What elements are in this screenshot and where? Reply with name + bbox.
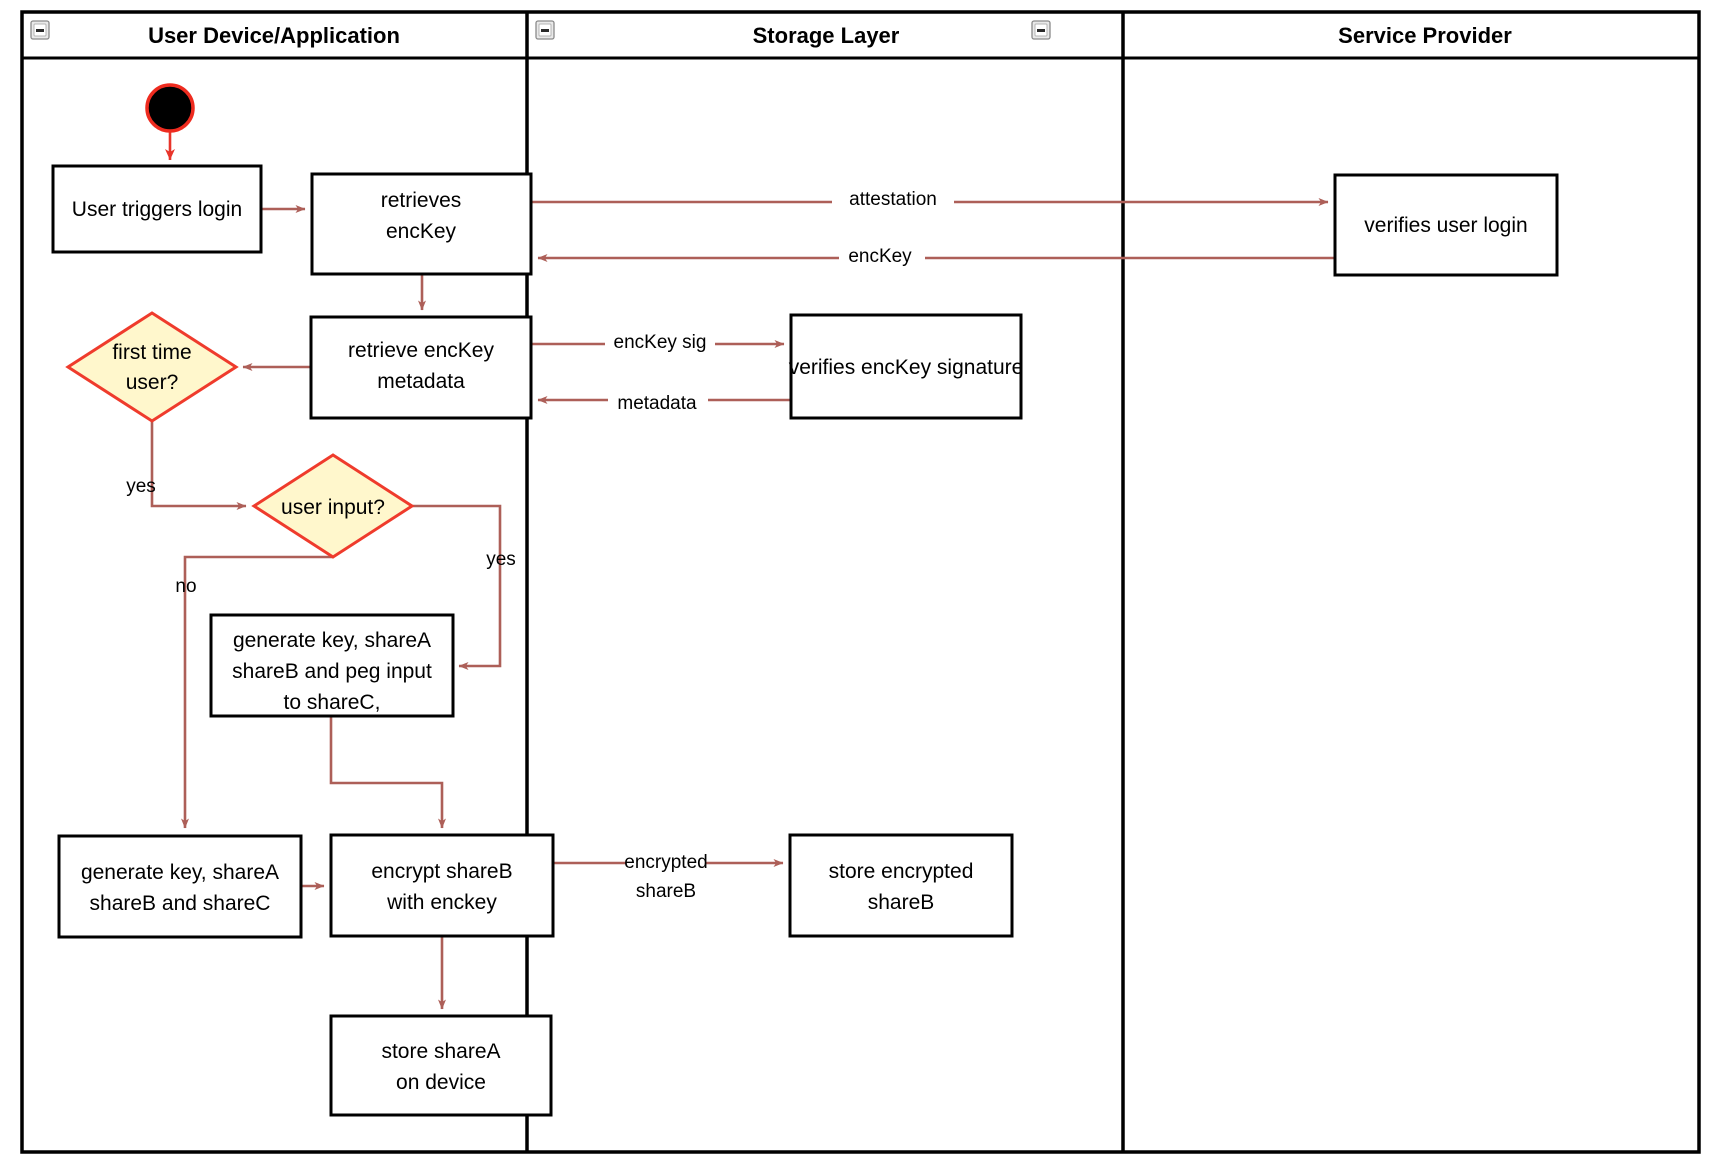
diagram-border: [20, 10, 1701, 1154]
node-retrieve-enckey-metadata[interactable]: retrieve encKey metadata: [309, 315, 533, 420]
lane-title-storage: Storage Layer: [753, 23, 900, 48]
node-label-line1: retrieve encKey: [348, 339, 494, 362]
edge-label-enckey-sig: encKey sig: [614, 332, 707, 353]
edge-label-enckey: encKey: [848, 246, 912, 267]
node-label-line2: shareB and peg input: [232, 660, 432, 683]
edge-label-yes-user-input: yes: [486, 549, 516, 570]
node-label: verifies user login: [1364, 214, 1527, 237]
edge-label-encrypted-line2: shareB: [636, 881, 696, 902]
node-label-line1: encrypt shareB: [371, 860, 512, 883]
node-label-line2: shareB and shareC: [90, 892, 271, 915]
edge-userinput-no: [181, 555, 333, 829]
node-label-line2: shareB: [868, 891, 935, 914]
node-label-line3: to shareC,: [284, 691, 381, 714]
minus-box-icon[interactable]: [1031, 20, 1051, 40]
node-verifies-enckey-signature[interactable]: verifies encKey signature: [789, 313, 1024, 420]
node-label-line1: store shareA: [381, 1040, 500, 1063]
node-label-line2: on device: [396, 1071, 486, 1094]
edge-label-yes-first-time: yes: [126, 476, 156, 497]
lane-header-user-device: User Device/Application: [30, 20, 400, 48]
node-label-line1: retrieves: [381, 189, 462, 212]
edge-labels-layer: attestation encKey encKey sig metadata y…: [126, 188, 954, 902]
node-label-line2: user?: [126, 371, 179, 394]
node-encrypt-shareb[interactable]: encrypt shareB with enckey: [329, 833, 555, 938]
minus-box-icon[interactable]: [30, 20, 50, 40]
edge-label-no-user-input: no: [175, 576, 196, 597]
node-label: User triggers login: [72, 198, 242, 221]
lane-title-user-device: User Device/Application: [148, 23, 400, 48]
node-label-line1: generate key, shareA: [233, 629, 431, 652]
node-store-sharea[interactable]: store shareA on device: [329, 1014, 553, 1117]
node-label: user input?: [281, 496, 385, 519]
node-label-line1: first time: [112, 341, 191, 364]
node-label-line2: with enckey: [386, 891, 497, 914]
node-generate-shares[interactable]: generate key, shareA shareB and shareC: [57, 834, 303, 939]
node-verifies-user-login[interactable]: verifies user login: [1333, 173, 1559, 277]
lane-header-storage: Storage Layer: [535, 20, 900, 48]
lane-header-service-provider: Service Provider: [1031, 20, 1512, 48]
node-label-line1: generate key, shareA: [81, 861, 279, 884]
initial-node[interactable]: [145, 83, 195, 133]
edge-peg-to-encrypt: [329, 716, 446, 829]
node-user-input-decision[interactable]: user input?: [251, 453, 415, 559]
node-label-line1: store encrypted: [829, 860, 974, 883]
nodes-layer: User triggers login retrieves encKey ver…: [51, 83, 1559, 1117]
node-user-triggers-login[interactable]: User triggers login: [51, 164, 263, 254]
edge-label-encrypted-line1: encrypted: [624, 852, 707, 873]
node-label-line2: metadata: [377, 370, 465, 393]
node-label: verifies encKey signature: [789, 356, 1024, 379]
node-generate-peg[interactable]: generate key, shareA shareB and peg inpu…: [209, 613, 455, 718]
node-first-time-user-decision[interactable]: first time user?: [65, 311, 239, 423]
edge-userinput-yes: [412, 504, 502, 670]
edge-label-metadata: metadata: [617, 393, 697, 414]
node-retrieves-enckey[interactable]: retrieves encKey: [310, 172, 533, 276]
lane-title-service-provider: Service Provider: [1338, 23, 1512, 48]
node-store-encrypted-shareb[interactable]: store encrypted shareB: [788, 833, 1014, 938]
edge-label-attestation: attestation: [849, 189, 937, 210]
minus-box-icon[interactable]: [535, 20, 555, 40]
edge-firsttime-yes: [150, 420, 247, 510]
node-label-line2: encKey: [386, 220, 457, 243]
